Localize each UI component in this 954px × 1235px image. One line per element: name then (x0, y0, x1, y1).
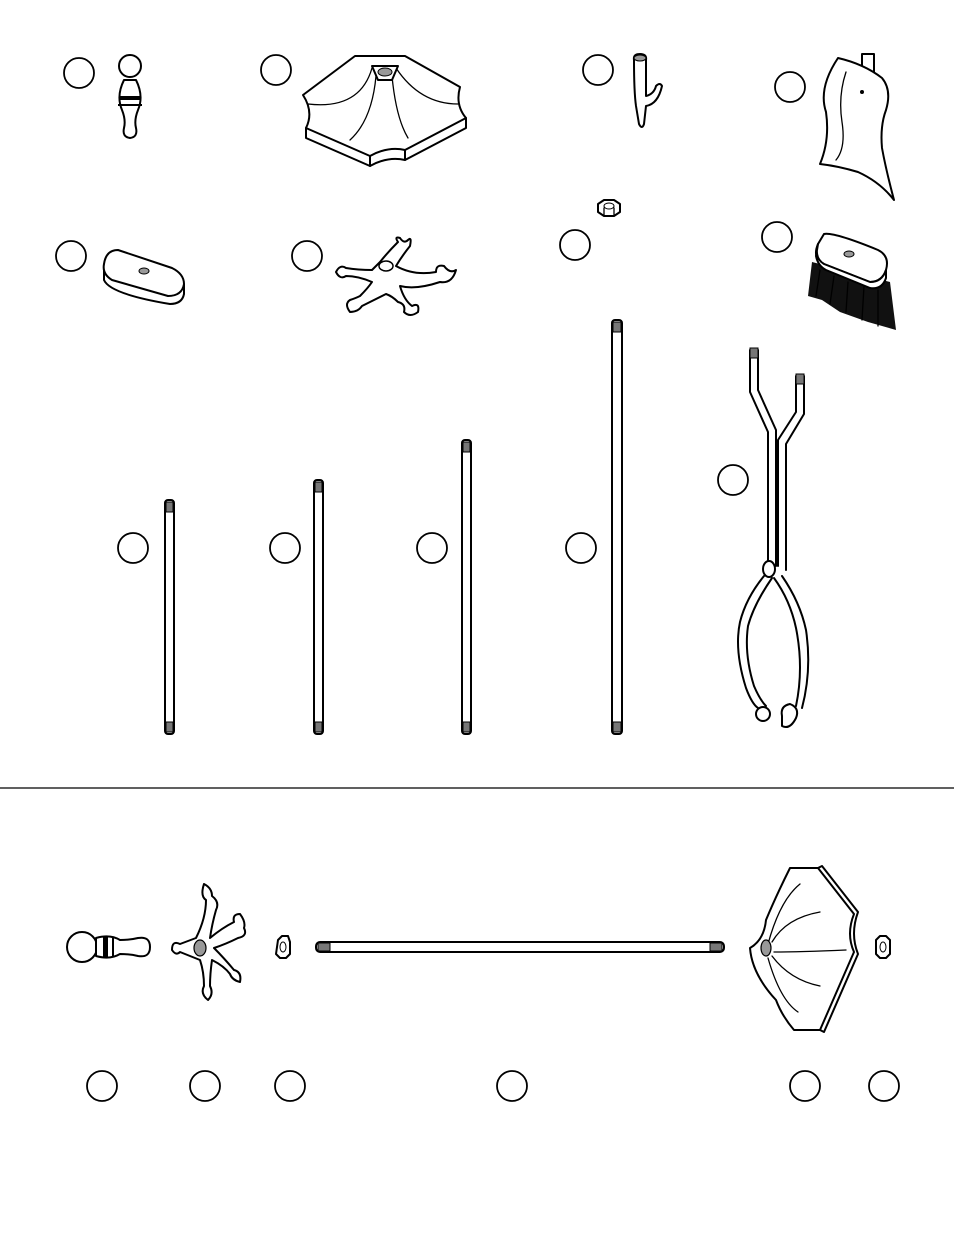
brush-part (808, 234, 896, 330)
assembly-nut-lower-part (876, 936, 890, 958)
hook-part (634, 54, 662, 127)
callout-rod-medium (417, 533, 447, 563)
assembly-knob-part (67, 932, 150, 962)
rod-short-part (314, 480, 323, 734)
tongs-part (738, 348, 808, 727)
callout-brush (762, 222, 792, 252)
callout-hex-nut (560, 230, 590, 260)
callout-tool-holder-star (292, 241, 322, 271)
shovel-part (820, 54, 894, 200)
callout-tongs (718, 465, 748, 495)
assembly-star-part (172, 884, 245, 1000)
assembly-nut-upper-part (276, 936, 290, 958)
callout-rod-shortest (118, 533, 148, 563)
callout-rod-short (270, 533, 300, 563)
callout-hook (583, 55, 613, 85)
handle-knob-part (118, 55, 142, 138)
callout-assembly-knob (87, 1071, 117, 1101)
callout-assembly-rod (497, 1071, 527, 1101)
hex-nut-part (598, 200, 620, 216)
callout-handle-knob (64, 58, 94, 88)
rod-medium-part (462, 440, 471, 734)
callout-assembly-star (190, 1071, 220, 1101)
callout-assembly-nut-lower (869, 1071, 899, 1101)
callout-assembly-nut-upper (275, 1071, 305, 1101)
callout-brush-block (56, 241, 86, 271)
base-plate-part (303, 56, 466, 166)
assembly-rod-part (316, 942, 724, 952)
callout-shovel (775, 72, 805, 102)
callout-rod-long (566, 533, 596, 563)
assembly-base-part (750, 866, 858, 1032)
brush-block-part (104, 250, 184, 304)
callout-base-plate (261, 55, 291, 85)
callout-assembly-base (790, 1071, 820, 1101)
rod-shortest-part (165, 500, 174, 734)
tool-holder-star-part (336, 238, 456, 316)
rod-long-part (612, 320, 622, 734)
